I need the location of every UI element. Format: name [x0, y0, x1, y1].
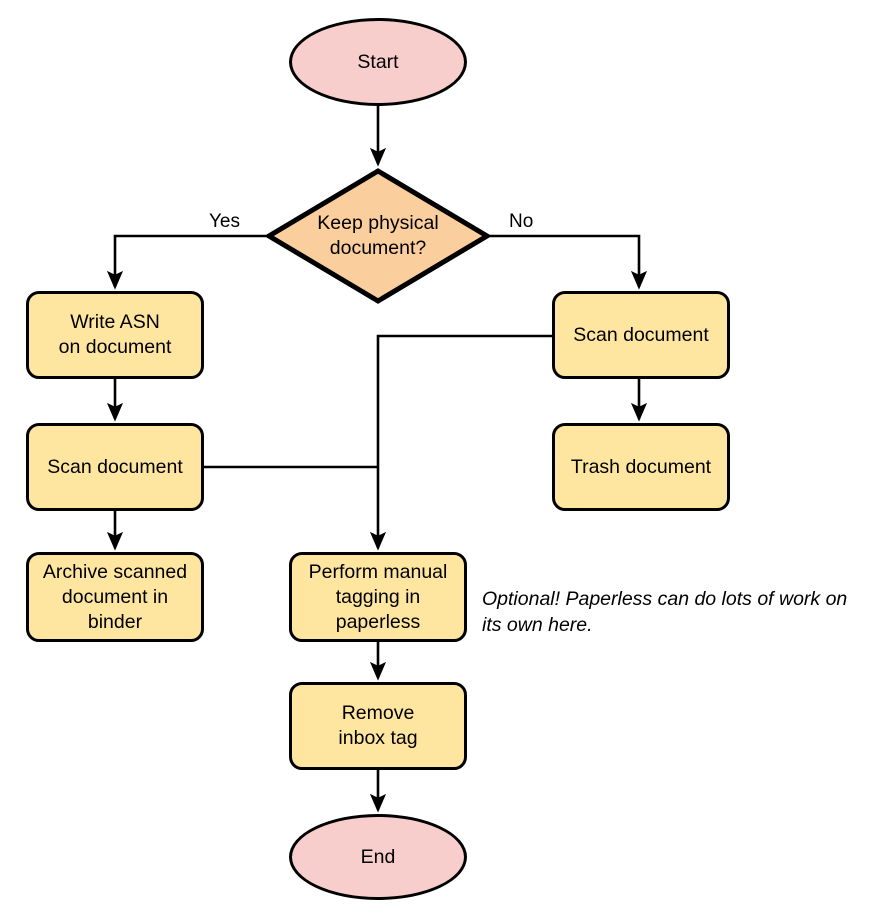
edge-label-yes: Yes [209, 211, 240, 232]
node-decision-keep-physical-document[interactable]: Keep physical document? [266, 168, 490, 304]
edge-scan-right-to-manual-tag [369, 334, 552, 551]
node-trash-document-label: Trash document [570, 455, 712, 478]
node-remove-inbox-tag-label: Remove inbox tag [338, 702, 418, 749]
node-start-label: Start [357, 50, 399, 73]
node-start[interactable]: Start [289, 18, 467, 106]
node-write-asn[interactable]: Write ASN on document [26, 291, 204, 379]
node-write-asn-label: Write ASN on document [58, 311, 172, 358]
node-trash-document[interactable]: Trash document [552, 423, 730, 511]
edge-label-no: No [509, 211, 534, 232]
node-scan-document-left-label: Scan document [47, 455, 183, 478]
edge-decision-to-scan-right [490, 234, 648, 290]
edge-decision-to-write-asn [106, 234, 266, 290]
node-scan-document-right-label: Scan document [573, 323, 709, 346]
node-decision-label: Keep physical document? [317, 212, 439, 259]
optional-note: Optional! Paperless can do lots of work … [482, 588, 848, 636]
diamond-shape [266, 168, 490, 304]
node-scan-document-right[interactable]: Scan document [552, 291, 730, 379]
node-perform-manual-tagging-label: Perform manual tagging in paperless [308, 560, 448, 633]
node-scan-document-left[interactable]: Scan document [26, 423, 204, 511]
node-archive-scanned-document[interactable]: Archive scanned document in binder [26, 552, 204, 642]
node-end-label: End [360, 845, 396, 868]
node-remove-inbox-tag[interactable]: Remove inbox tag [289, 682, 467, 770]
node-archive-scanned-document-label: Archive scanned document in binder [42, 560, 188, 633]
node-end[interactable]: End [289, 814, 467, 900]
node-perform-manual-tagging[interactable]: Perform manual tagging in paperless [289, 552, 467, 642]
